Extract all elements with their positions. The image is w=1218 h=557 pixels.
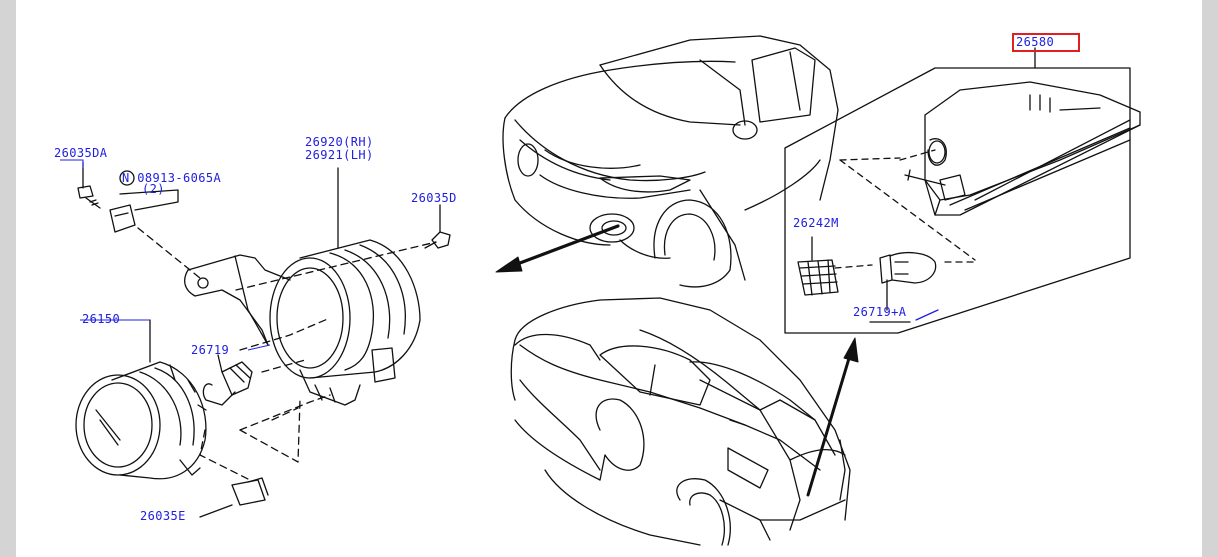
label-26719-A: 26719+A — [853, 305, 907, 319]
arrow-to-fog-lamp — [495, 224, 620, 273]
label-26921-lh: 26921(LH) — [305, 148, 374, 162]
label-26035DA: 26035DA — [54, 146, 108, 160]
stop-lamp-inset — [784, 47, 1141, 334]
car-front-view — [502, 35, 839, 288]
fog-lamp-exploded — [75, 161, 451, 518]
arrow-to-stop-lamp — [806, 337, 859, 497]
label-clip-qty: (2) — [142, 182, 165, 196]
label-26035E: 26035E — [140, 509, 186, 523]
car-rear-view — [510, 297, 851, 546]
label-26242M: 26242M — [793, 216, 839, 230]
label-26580[interactable]: 26580 — [1011, 33, 1081, 52]
leader-26719 — [247, 344, 271, 351]
label-26719: 26719 — [191, 343, 230, 357]
label-08913-6065A: N 08913-6065A — [122, 171, 222, 185]
leader-26035DA — [60, 159, 84, 168]
label-26150: 26150 — [82, 312, 121, 326]
label-26920-rh: 26920(RH) — [305, 135, 374, 149]
left-edge-strip — [0, 0, 16, 557]
right-edge-strip — [1202, 0, 1218, 557]
label-26035D: 26035D — [411, 191, 457, 205]
